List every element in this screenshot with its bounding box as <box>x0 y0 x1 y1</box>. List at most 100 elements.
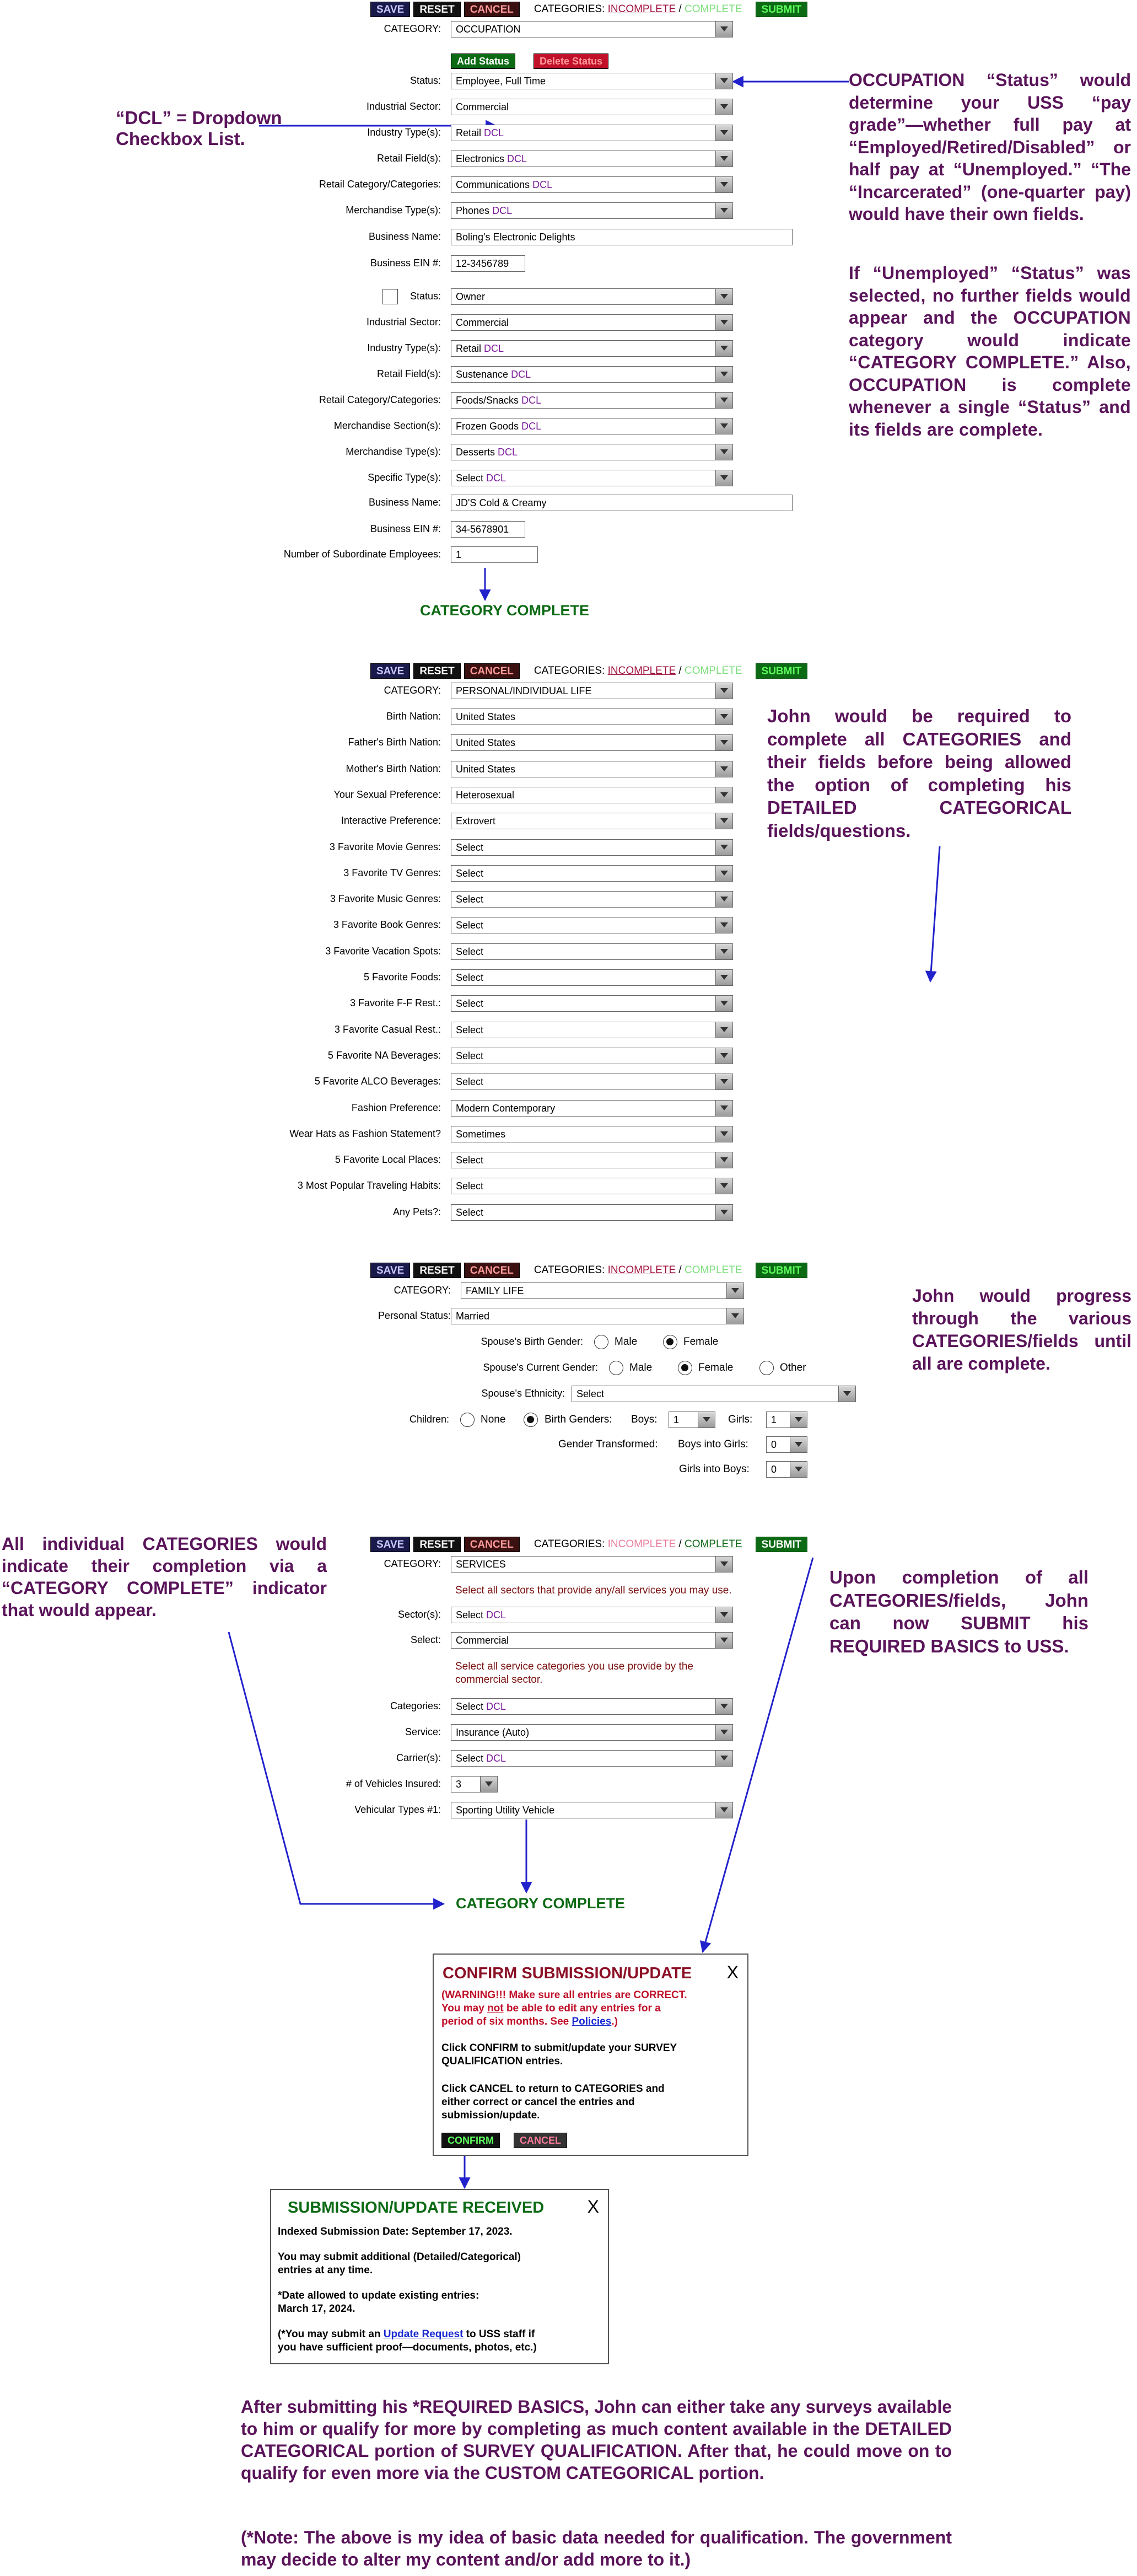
girls-select[interactable]: 1 <box>766 1412 807 1428</box>
save-button[interactable]: SAVE <box>370 663 411 679</box>
business-name-input[interactable]: Boling's Electronic Delights <box>451 229 793 245</box>
submit-button[interactable]: SUBMIT <box>755 2 808 17</box>
close-icon[interactable]: X <box>587 2197 599 2217</box>
dialog-cancel-button[interactable]: CANCEL <box>514 2133 567 2148</box>
status-checkbox[interactable] <box>382 289 398 304</box>
field-select[interactable]: Select <box>451 969 733 986</box>
cancel-button[interactable]: CANCEL <box>464 663 520 679</box>
category-select[interactable]: PERSONAL/INDIVIDUAL LIFE <box>451 683 733 699</box>
received-text: to USS staff if <box>463 2328 535 2340</box>
reset-button[interactable]: RESET <box>413 1263 461 1278</box>
field-select[interactable]: Select DCL <box>451 470 733 486</box>
vehicle-type-select[interactable]: Sporting Utility Vehicle <box>451 1802 733 1818</box>
field-select[interactable]: Employee, Full Time <box>451 73 733 89</box>
current-gender-female-radio[interactable] <box>678 1361 692 1375</box>
field-select[interactable]: Commercial <box>451 314 733 331</box>
sector-select[interactable]: Commercial <box>451 1632 733 1649</box>
birth-gender-male-radio[interactable] <box>594 1335 608 1349</box>
save-button[interactable]: SAVE <box>370 2 411 17</box>
business-ein-input-2[interactable]: 34-5678901 <box>451 521 525 538</box>
save-button[interactable]: SAVE <box>370 1263 411 1278</box>
confirm-button[interactable]: CONFIRM <box>441 2133 500 2148</box>
category-select[interactable]: FAMILY LIFE <box>461 1282 744 1299</box>
complete-link[interactable]: COMPLETE <box>684 1264 742 1276</box>
field-select[interactable]: Communications DCL <box>451 176 733 193</box>
policies-link[interactable]: Policies <box>572 2016 612 2027</box>
field-select[interactable]: Extrovert <box>451 813 733 830</box>
personal-status-select[interactable]: Married <box>451 1308 744 1324</box>
submit-button-active[interactable]: SUBMIT <box>755 1537 808 1552</box>
vehicles-select[interactable]: 3 <box>451 1776 498 1793</box>
subordinates-input[interactable]: 1 <box>451 546 538 563</box>
field-select[interactable]: Desserts DCL <box>451 444 733 460</box>
cancel-button[interactable]: CANCEL <box>464 2 520 17</box>
reset-button[interactable]: RESET <box>413 663 461 679</box>
field-select[interactable]: Retail DCL <box>451 340 733 357</box>
field-select[interactable]: Select <box>451 839 733 856</box>
category-select[interactable]: SERVICES <box>451 1556 733 1573</box>
field-select[interactable]: Select <box>451 1047 733 1064</box>
save-button[interactable]: SAVE <box>370 1537 411 1552</box>
category-select[interactable]: OCCUPATION <box>451 21 733 37</box>
reset-button[interactable]: RESET <box>413 1537 461 1552</box>
field-select[interactable]: United States <box>451 734 733 752</box>
field-select[interactable]: Select <box>451 1204 733 1221</box>
field-select[interactable]: Sometimes <box>451 1125 733 1142</box>
boys-into-girls-select[interactable]: 0 <box>766 1436 807 1453</box>
current-gender-male-radio[interactable] <box>609 1361 623 1375</box>
birth-gender-female-radio[interactable] <box>663 1335 677 1349</box>
service-select[interactable]: Insurance (Auto) <box>451 1724 733 1741</box>
field-select[interactable]: Electronics DCL <box>451 151 733 167</box>
children-none-radio[interactable] <box>460 1413 475 1427</box>
ethnicity-select[interactable]: Select <box>572 1386 856 1402</box>
field-select[interactable]: Select <box>451 917 733 934</box>
field-select[interactable]: Retail DCL <box>451 125 733 141</box>
field-select[interactable]: Foods/Snacks DCL <box>451 392 733 409</box>
dcl-tag: DCL <box>484 343 504 354</box>
field-select[interactable]: Select <box>451 1178 733 1195</box>
incomplete-link[interactable]: INCOMPLETE <box>607 3 676 15</box>
field-select[interactable]: Modern Contemporary <box>451 1099 733 1117</box>
update-request-link[interactable]: Update Request <box>383 2328 464 2340</box>
field-select[interactable]: United States <box>451 709 733 725</box>
complete-link[interactable]: COMPLETE <box>684 1538 742 1550</box>
business-ein-input[interactable]: 12-3456789 <box>451 255 525 272</box>
carriers-select[interactable]: Select DCL <box>451 1750 733 1767</box>
children-birth-genders-radio[interactable] <box>524 1413 538 1427</box>
girls-into-boys-select[interactable]: 0 <box>766 1461 807 1478</box>
boys-select[interactable]: 1 <box>669 1412 715 1428</box>
cancel-button[interactable]: CANCEL <box>464 1537 520 1552</box>
field-select[interactable]: Commercial <box>451 99 733 115</box>
business-name-input-2[interactable]: JD'S Cold & Creamy <box>451 495 793 511</box>
submit-button[interactable]: SUBMIT <box>755 663 808 679</box>
add-status-button[interactable]: Add Status <box>451 53 516 69</box>
incomplete-link[interactable]: INCOMPLETE <box>607 665 676 677</box>
field-select[interactable]: Owner <box>451 288 733 305</box>
field-select[interactable]: Select <box>451 891 733 908</box>
delete-status-button[interactable]: Delete Status <box>534 53 609 69</box>
complete-link[interactable]: COMPLETE <box>684 3 742 15</box>
field-select[interactable]: Heterosexual <box>451 786 733 803</box>
field-select[interactable]: Select <box>451 995 733 1012</box>
field-select[interactable]: Select <box>451 1152 733 1169</box>
submit-button[interactable]: SUBMIT <box>755 1263 808 1278</box>
field-select[interactable]: Select <box>451 943 733 960</box>
field-select[interactable]: Frozen Goods DCL <box>451 418 733 434</box>
cancel-button[interactable]: CANCEL <box>464 1263 520 1278</box>
field-select[interactable]: Sustenance DCL <box>451 366 733 383</box>
field-select[interactable]: Select <box>451 1021 733 1038</box>
current-gender-other-radio[interactable] <box>759 1361 774 1375</box>
field-select[interactable]: United States <box>451 760 733 777</box>
field-select[interactable]: Phones DCL <box>451 202 733 219</box>
dcl-tag: DCL <box>521 395 542 406</box>
reset-button[interactable]: RESET <box>413 2 461 17</box>
close-icon[interactable]: X <box>726 1962 739 1982</box>
categories-select[interactable]: Select DCL <box>451 1698 733 1715</box>
field-select[interactable]: Select <box>451 865 733 882</box>
incomplete-link[interactable]: INCOMPLETE <box>607 1538 676 1550</box>
complete-link[interactable]: COMPLETE <box>684 665 742 677</box>
toolbar-occupation: SAVE RESET CANCEL CATEGORIES: INCOMPLETE… <box>370 1 808 18</box>
field-select[interactable]: Select <box>451 1074 733 1091</box>
incomplete-link[interactable]: INCOMPLETE <box>607 1264 676 1276</box>
sectors-select[interactable]: Select DCL <box>451 1607 733 1623</box>
